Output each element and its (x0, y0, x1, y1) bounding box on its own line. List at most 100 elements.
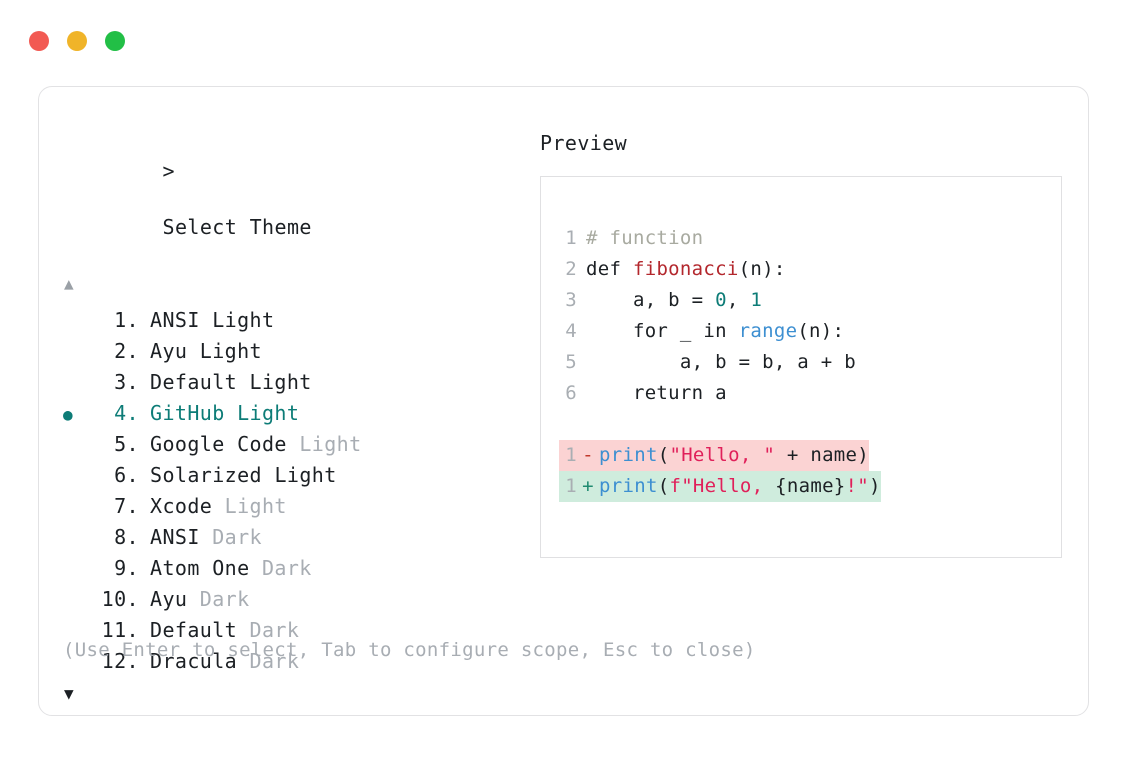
code-token: for _ in (586, 320, 739, 342)
theme-list-item[interactable]: 7.Xcode Light (63, 491, 523, 522)
theme-list-item[interactable]: ●4.GitHub Light (63, 398, 523, 429)
code-token: + name) (775, 444, 870, 466)
theme-item-label: Dracula Dark (139, 646, 299, 677)
theme-list-item[interactable]: 2. Ayu Light (63, 336, 523, 367)
theme-item-name: GitHub (150, 401, 225, 425)
code-line: 6 return a (559, 378, 1061, 409)
theme-item-name: Ayu (150, 339, 188, 363)
diff-marker: - (582, 444, 594, 466)
theme-item-label: Atom One Dark (139, 553, 312, 584)
code-line-number: 3 (565, 289, 577, 311)
code-token: fibonacci (632, 258, 739, 280)
theme-item-label: Ayu Dark (139, 584, 250, 615)
theme-item-variant: Dark (249, 649, 300, 673)
theme-item-variant: Light (299, 432, 362, 456)
minimize-button[interactable] (67, 31, 87, 51)
code-line: 3 a, b = 0, 1 (559, 285, 1061, 316)
theme-list-item[interactable]: 10.Ayu Dark (63, 584, 523, 615)
theme-item-label: Default Light (139, 367, 312, 398)
theme-item-variant: Light (212, 308, 275, 332)
theme-list-item[interactable]: 1.ANSI Light (63, 305, 523, 336)
code-line-number: 1 (565, 227, 577, 249)
code-line: 4 for _ in range(n): (559, 316, 1061, 347)
theme-list-item[interactable]: 6.Solarized Light (63, 460, 523, 491)
code-token: (n): (738, 258, 786, 280)
theme-item-number: 6. (114, 463, 139, 487)
theme-selector-card: > Select Theme ▲ 1.ANSI Light 2. Ayu Light… (38, 86, 1089, 716)
theme-item-label: GitHub Light (139, 398, 299, 429)
page-title: Select Theme (162, 215, 312, 239)
theme-item-number: 5. (114, 432, 139, 456)
code-line-text: for _ in range(n): (577, 316, 844, 347)
prompt-row: > Select Theme (63, 129, 523, 269)
theme-item-label: ANSI Dark (139, 522, 262, 553)
theme-item-number: 11. (101, 618, 139, 642)
prompt-symbol: > (162, 159, 175, 183)
code-token: # function (586, 227, 704, 249)
code-token: return a (586, 382, 727, 404)
theme-item-variant: Dark (261, 556, 312, 580)
theme-item-variant: Light (274, 463, 337, 487)
diff-line-number: 1 (565, 444, 577, 466)
theme-item-label: Default Dark (139, 615, 299, 646)
code-token: print (599, 444, 658, 466)
window-controls (29, 31, 125, 51)
theme-item-number: 2. (114, 339, 139, 363)
theme-item-number: 8. (114, 525, 139, 549)
theme-item-name: Xcode (150, 494, 213, 518)
code-line-text: def fibonacci(n): (577, 254, 786, 285)
preview-title: Preview (540, 131, 628, 155)
scroll-down-icon[interactable]: ▼ (64, 684, 74, 703)
theme-item-variant: Light (224, 494, 287, 518)
close-button[interactable] (29, 31, 49, 51)
theme-item-name: Solarized (150, 463, 262, 487)
theme-item-variant: Light (249, 370, 312, 394)
theme-item-number: 7. (114, 494, 139, 518)
code-line-number: 4 (565, 320, 577, 342)
code-token: ) (869, 475, 881, 497)
diff-line-add: 1+print(f"Hello, {name}!") (559, 471, 1061, 502)
theme-list-item[interactable]: 12.Dracula Dark (63, 646, 523, 677)
code-line-number: 2 (565, 258, 577, 280)
theme-item-variant: Light (237, 401, 300, 425)
maximize-button[interactable] (105, 31, 125, 51)
theme-item-name: Ayu (150, 587, 188, 611)
keyboard-hint: (Use Enter to select, Tab to configure s… (63, 639, 756, 661)
theme-list-item[interactable]: 8.ANSI Dark (63, 522, 523, 553)
code-line-text: a, b = 0, 1 (577, 285, 762, 316)
theme-item-variant: Dark (249, 618, 300, 642)
scroll-up-icon[interactable]: ▲ (64, 274, 74, 293)
theme-item-name: Atom One (150, 556, 250, 580)
code-token: 1 (750, 289, 763, 311)
theme-selector-pane: > Select Theme ▲ 1.ANSI Light 2. Ayu Light… (63, 129, 523, 705)
theme-list-item[interactable]: 11.Default Dark (63, 615, 523, 646)
code-token: "Hello, " (669, 444, 776, 466)
theme-item-label: Xcode Light (139, 491, 287, 522)
diff-line-text: print("Hello, " + name) (599, 440, 869, 471)
theme-item-number: 10. (101, 587, 139, 611)
code-token: a, b = (586, 289, 716, 311)
code-token: ( (657, 444, 670, 466)
theme-item-name: Default (150, 618, 238, 642)
theme-item-number: 3. (114, 370, 139, 394)
code-token: !" (845, 475, 870, 497)
code-line: 1 # function (559, 223, 1061, 254)
selected-bullet-icon: ● (63, 405, 74, 424)
theme-list-item[interactable]: 3.Default Light (63, 367, 523, 398)
diff-line-content: 1-print("Hello, " + name) (559, 440, 870, 471)
code-line: 5 a, b = b, a + b (559, 347, 1061, 378)
theme-list-item[interactable]: 9.Atom One Dark (63, 553, 523, 584)
theme-item-label: Solarized Light (139, 460, 337, 491)
code-line-number: 5 (565, 351, 577, 373)
theme-item-variant: Light (199, 339, 262, 363)
theme-item-variant: Dark (199, 587, 250, 611)
diff-line-text: print(f"Hello, {name}!") (599, 471, 881, 502)
theme-list-item[interactable]: 5. Google Code Light (63, 429, 523, 460)
theme-item-name: Google Code (150, 432, 287, 456)
code-token: def (586, 258, 633, 280)
theme-item-name: Default (150, 370, 238, 394)
code-token: , (726, 289, 751, 311)
